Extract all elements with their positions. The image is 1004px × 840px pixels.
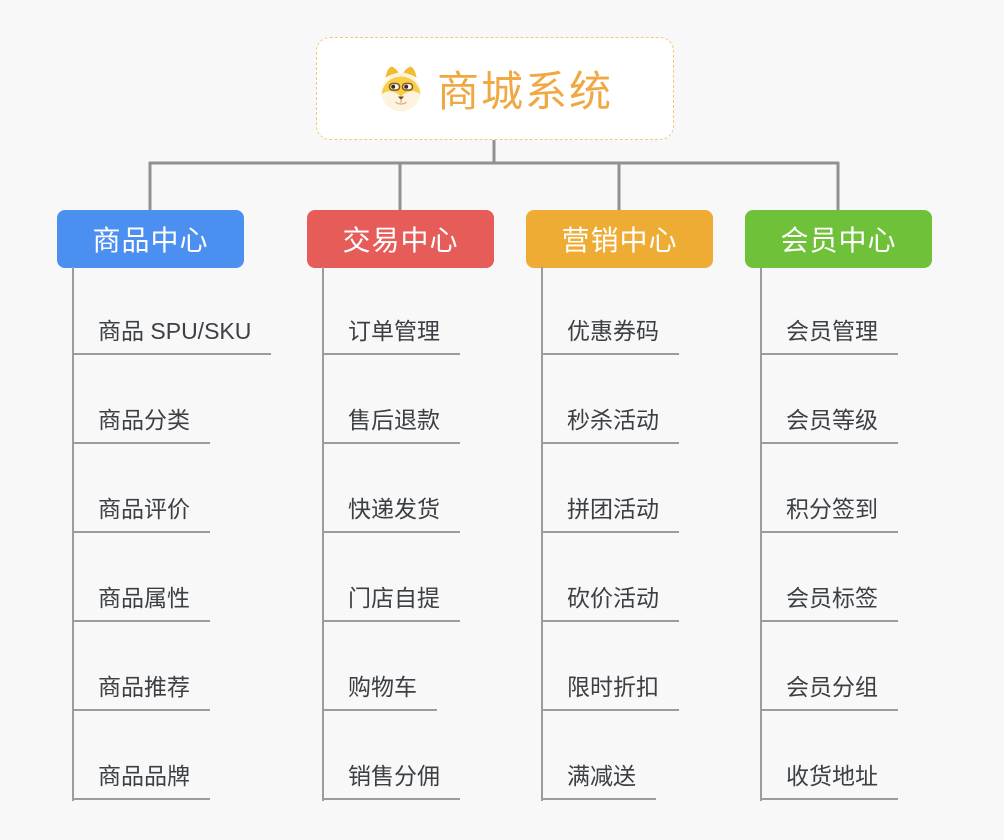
branch-trunk-line: [322, 267, 324, 801]
node-item[interactable]: 销售分佣: [322, 762, 460, 800]
node-item-label: 限时折扣: [541, 673, 679, 711]
node-item[interactable]: 会员标签: [760, 584, 898, 622]
node-item-label: 满减送: [541, 762, 656, 800]
node-item-label: 会员分组: [760, 673, 898, 711]
node-item-label: 快递发货: [322, 495, 460, 533]
branch-trunk-line: [541, 267, 543, 801]
node-item-label: 销售分佣: [322, 762, 460, 800]
branch-label: 营销中心: [561, 225, 678, 256]
node-item-label: 拼团活动: [541, 495, 679, 533]
node-item[interactable]: 快递发货: [322, 495, 460, 533]
node-item[interactable]: 售后退款: [322, 406, 460, 444]
branch-trunk-line: [72, 267, 74, 801]
node-item[interactable]: 商品推荐: [72, 673, 210, 711]
branch-trunk-line: [760, 267, 762, 801]
node-item[interactable]: 限时折扣: [541, 673, 679, 711]
node-item-label: 会员管理: [760, 317, 898, 355]
node-item[interactable]: 满减送: [541, 762, 656, 800]
node-item-label: 商品推荐: [72, 673, 210, 711]
node-item[interactable]: 订单管理: [322, 317, 460, 355]
node-item[interactable]: 积分签到: [760, 495, 898, 533]
node-item[interactable]: 拼团活动: [541, 495, 679, 533]
node-item-label: 优惠券码: [541, 317, 679, 355]
branch-node-marketing-center[interactable]: 营销中心: [526, 210, 713, 268]
node-item[interactable]: 会员等级: [760, 406, 898, 444]
branch-node-member-center[interactable]: 会员中心: [745, 210, 932, 268]
node-item[interactable]: 商品评价: [72, 495, 210, 533]
node-item-label: 商品品牌: [72, 762, 210, 800]
node-item[interactable]: 会员分组: [760, 673, 898, 711]
node-item-label: 商品分类: [72, 406, 210, 444]
node-item-label: 秒杀活动: [541, 406, 679, 444]
branch-label: 会员中心: [780, 225, 897, 256]
node-item[interactable]: 砍价活动: [541, 584, 679, 622]
root-node[interactable]: 商城系统: [316, 37, 674, 140]
node-item[interactable]: 门店自提: [322, 584, 460, 622]
branch-label: 交易中心: [342, 225, 459, 256]
node-item[interactable]: 收货地址: [760, 762, 898, 800]
node-item[interactable]: 商品 SPU/SKU: [72, 317, 272, 355]
node-item[interactable]: 优惠券码: [541, 317, 679, 355]
node-item[interactable]: 商品分类: [72, 406, 210, 444]
branch-node-product-center[interactable]: 商品中心: [57, 210, 244, 268]
branch-node-trade-center[interactable]: 交易中心: [307, 210, 494, 268]
node-item-label: 商品属性: [72, 584, 210, 622]
dog-icon: [381, 66, 421, 111]
branch-label: 商品中心: [92, 225, 209, 256]
node-item-label: 商品评价: [72, 495, 210, 533]
node-item[interactable]: 会员管理: [760, 317, 898, 355]
node-item-label: 会员等级: [760, 406, 898, 444]
node-item-label: 积分签到: [760, 495, 898, 533]
node-item-label: 商品 SPU/SKU: [72, 317, 272, 355]
node-item-label: 订单管理: [322, 317, 460, 355]
node-item-label: 购物车: [322, 673, 437, 711]
node-item-label: 售后退款: [322, 406, 460, 444]
node-item-label: 收货地址: [760, 762, 898, 800]
node-item[interactable]: 秒杀活动: [541, 406, 679, 444]
node-item-label: 砍价活动: [541, 584, 679, 622]
root-title: 商城系统: [436, 68, 613, 115]
node-item-label: 门店自提: [322, 584, 460, 622]
node-item[interactable]: 购物车: [322, 673, 437, 711]
node-item-label: 会员标签: [760, 584, 898, 622]
node-item[interactable]: 商品品牌: [72, 762, 210, 800]
node-item[interactable]: 商品属性: [72, 584, 210, 622]
